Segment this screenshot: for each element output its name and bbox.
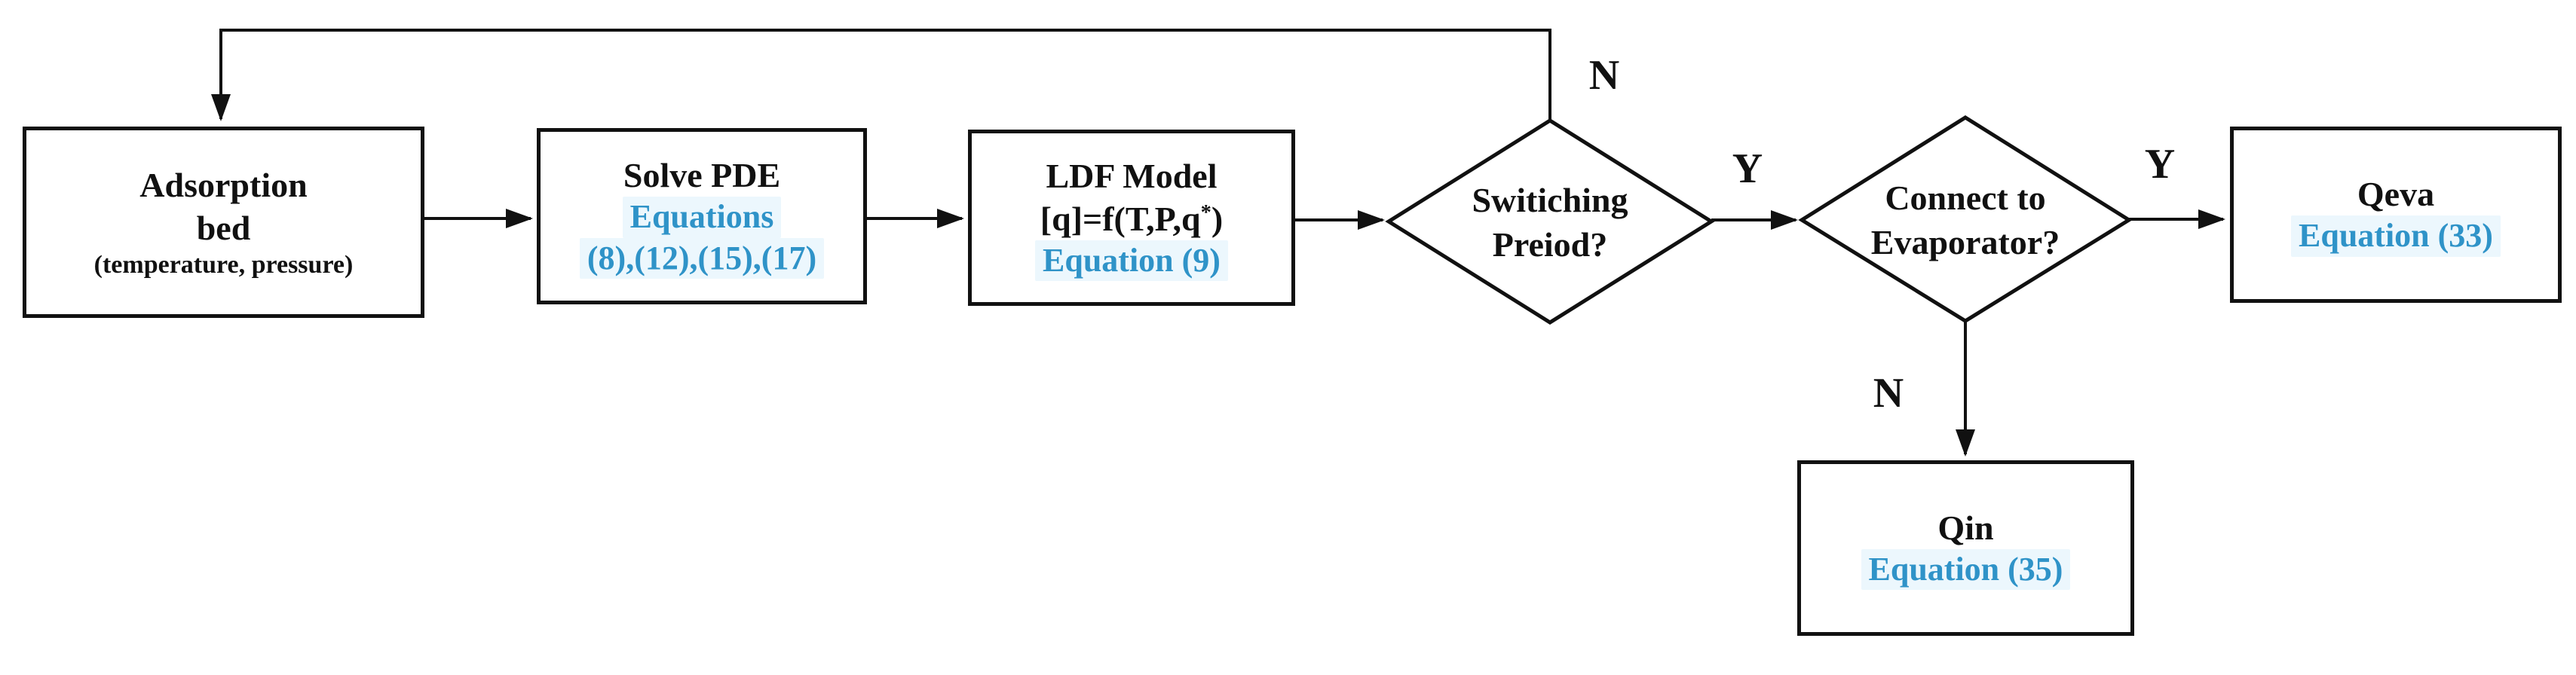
equation-reference: (8),(12),(15),(17) — [579, 237, 825, 279]
label-evaporator-yes: Y — [2144, 141, 2176, 188]
equation-reference: Equations — [622, 196, 782, 238]
node-qeva: Qeva Equation (33) — [2230, 127, 2562, 303]
node-title: Solve PDE — [623, 155, 781, 194]
equation-reference: Equation (9) — [1035, 240, 1228, 282]
node-subtitle: (temperature, pressure) — [93, 250, 354, 279]
node-title: LDF Model — [1046, 156, 1218, 195]
equation-reference: Equation (33) — [2291, 215, 2501, 257]
node-title: Qeva — [2357, 175, 2435, 214]
node-title: Adsorption — [139, 165, 308, 204]
equation-reference: Equation (35) — [1861, 548, 2071, 591]
label-switching-yes: Y — [1732, 145, 1763, 192]
node-ldf-model: LDF Model [q]=f(T,P,q*) Equation (9) — [968, 130, 1295, 306]
decision-connect-evaporator-shape — [1798, 115, 2133, 323]
formula-main: [q]=f(T,P,q — [1040, 199, 1201, 238]
label-evaporator-no: N — [1873, 370, 1904, 417]
node-title: bed — [196, 208, 251, 247]
node-qin: Qin Equation (35) — [1797, 460, 2134, 636]
formula-superscript: * — [1200, 201, 1211, 225]
formula-close: ) — [1211, 199, 1224, 238]
node-formula: [q]=f(T,P,q*) — [1040, 197, 1223, 240]
node-adsorption-bed: Adsorption bed (temperature, pressure) — [23, 127, 424, 318]
edge-switching-no-feedback — [211, 29, 1551, 121]
node-title: Qin — [1937, 508, 1994, 547]
node-solve-pde: Solve PDE Equations (8),(12),(15),(17) — [537, 128, 867, 304]
decision-switching-period-shape — [1385, 118, 1715, 325]
label-switching-no: N — [1588, 52, 1620, 99]
